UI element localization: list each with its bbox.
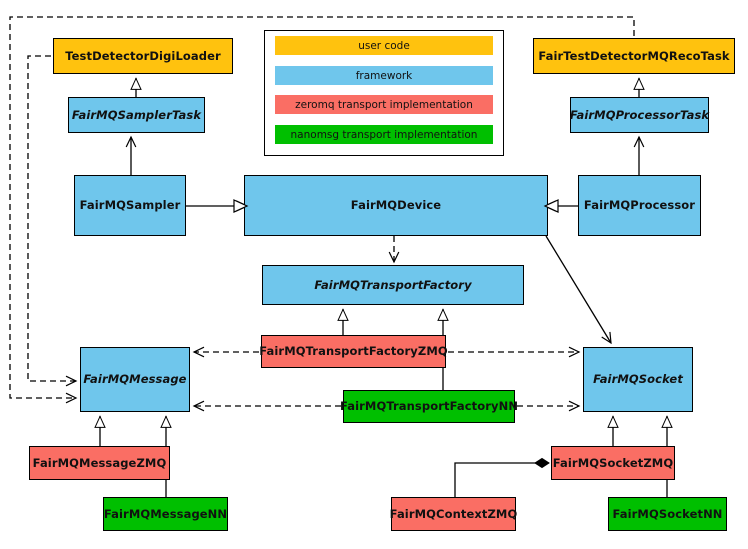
class-node-label: FairMQProcessor xyxy=(583,198,696,213)
class-node-fairmqsamplertask[interactable]: FairMQSamplerTask xyxy=(68,97,205,133)
legend-item-framework-label: framework xyxy=(355,69,413,82)
class-node-fairtestdetectormqrecotask[interactable]: FairTestDetectorMQRecoTask xyxy=(533,38,735,74)
class-node-label: FairMQProcessorTask xyxy=(569,107,710,122)
class-node-fairmqsocket[interactable]: FairMQSocket xyxy=(583,347,693,412)
class-node-label: TestDetectorDigiLoader xyxy=(65,48,221,63)
class-node-label: FairMQSocket xyxy=(593,372,683,387)
class-node-fairmqtransportfactorynn[interactable]: FairMQTransportFactoryNN xyxy=(339,390,519,423)
legend-item-framework: framework xyxy=(275,66,493,85)
class-node-label: FairMQSocketZMQ xyxy=(552,455,674,470)
class-node-fairmqprocessor[interactable]: FairMQProcessor xyxy=(578,175,701,236)
class-node-fairmqmessagezmq[interactable]: FairMQMessageZMQ xyxy=(29,446,170,480)
class-node-label: FairMQMessageNN xyxy=(103,506,228,521)
class-node-fairmqmessage[interactable]: FairMQMessage xyxy=(80,347,190,412)
class-node-label: FairMQTransportFactoryNN xyxy=(339,399,519,414)
class-node-label: FairMQMessage xyxy=(83,372,187,387)
legend-item-zeromq-label: zeromq transport implementation xyxy=(295,98,473,111)
class-node-fairmqcontextzmq[interactable]: FairMQContextZMQ xyxy=(389,497,518,531)
class-node-label: FairMQMessageZMQ xyxy=(32,455,167,470)
legend-item-user-code: user code xyxy=(275,36,493,55)
edge-socketzmq-to-contextzmq xyxy=(454,457,550,497)
class-node-label: FairTestDetectorMQRecoTask xyxy=(538,48,730,63)
legend-item-nanomsg: nanomsg transport implementation xyxy=(275,125,493,144)
arrowhead-processor-device xyxy=(543,199,559,213)
class-node-fairmqtransportfactory[interactable]: FairMQTransportFactory xyxy=(262,265,524,305)
class-node-testdetectordigiloader[interactable]: TestDetectorDigiLoader xyxy=(53,38,233,74)
edge-digiloader-to-message xyxy=(27,55,78,387)
edge-device-to-socket xyxy=(545,235,612,345)
class-node-fairmqsampler[interactable]: FairMQSampler xyxy=(74,175,186,236)
legend-item-user-code-label: user code xyxy=(358,39,410,52)
class-node-label: FairMQTransportFactory xyxy=(314,277,472,292)
class-node-label: FairMQTransportFactoryZMQ xyxy=(259,344,448,359)
class-node-label: FairMQSamplerTask xyxy=(71,107,202,122)
class-node-label: FairMQSampler xyxy=(79,198,181,213)
legend-item-zeromq: zeromq transport implementation xyxy=(275,95,493,114)
class-node-fairmqdevice[interactable]: FairMQDevice xyxy=(244,175,548,236)
class-node-label: FairMQSocketNN xyxy=(612,506,723,521)
class-node-fairmqmessagenn[interactable]: FairMQMessageNN xyxy=(103,497,228,531)
class-node-fairmqsocketnn[interactable]: FairMQSocketNN xyxy=(608,497,727,531)
class-node-label: FairMQDevice xyxy=(350,198,442,213)
arrowhead-sampler-device xyxy=(233,199,249,213)
class-node-fairmqsocketzmq[interactable]: FairMQSocketZMQ xyxy=(551,446,675,480)
class-node-fairmqprocessortask[interactable]: FairMQProcessorTask xyxy=(570,97,709,133)
edge-recotask-to-message xyxy=(9,16,635,404)
class-node-label: FairMQContextZMQ xyxy=(389,506,518,521)
class-node-fairmqtransportfactoryzmq[interactable]: FairMQTransportFactoryZMQ xyxy=(259,335,448,368)
legend-item-nanomsg-label: nanomsg transport implementation xyxy=(290,128,478,141)
